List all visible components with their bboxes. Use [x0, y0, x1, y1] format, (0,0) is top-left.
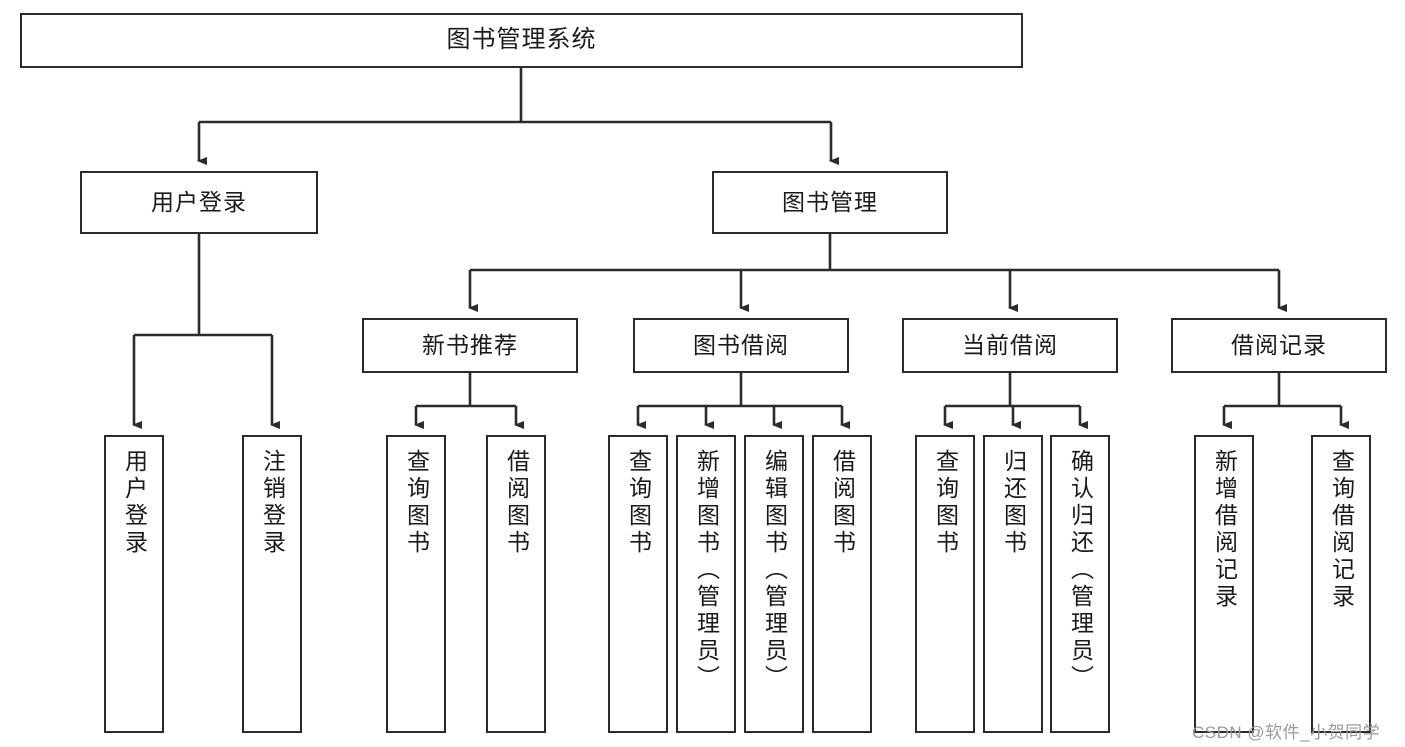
node-current-borrow-label: 当前借阅: [962, 331, 1058, 358]
node-book-management[interactable]: 图书管理: [712, 171, 948, 234]
node-current-borrow[interactable]: 当前借阅: [902, 318, 1118, 373]
node-leaf-query-book-borrow-label: 查询图书: [625, 449, 652, 557]
node-leaf-return-book-label: 归还图书: [1000, 449, 1027, 557]
edge-new-book-recommend-to-leaves: [414, 373, 524, 429]
edge-book-borrow-to-leaves: [636, 373, 850, 429]
node-root[interactable]: 图书管理系统: [20, 13, 1023, 68]
node-book-borrow[interactable]: 图书借阅: [633, 318, 849, 373]
node-leaf-user-login[interactable]: 用户登录: [104, 435, 164, 733]
node-leaf-query-borrow-record-label: 查询借阅记录: [1328, 449, 1355, 611]
node-user-login[interactable]: 用户登录: [80, 171, 318, 234]
edge-book-management-to-level3: [468, 234, 1287, 312]
node-leaf-query-book-current-label: 查询图书: [932, 449, 959, 557]
node-leaf-query-borrow-record[interactable]: 查询借阅记录: [1311, 435, 1371, 733]
node-book-management-label: 图书管理: [782, 188, 878, 215]
edge-current-borrow-to-leaves: [943, 373, 1088, 429]
node-new-book-recommend[interactable]: 新书推荐: [362, 318, 578, 373]
node-borrow-records[interactable]: 借阅记录: [1171, 318, 1387, 373]
node-leaf-query-book-rec-label: 查询图书: [403, 449, 430, 557]
node-leaf-logout[interactable]: 注销登录: [242, 435, 302, 733]
node-leaf-user-login-label: 用户登录: [121, 449, 148, 557]
node-user-login-label: 用户登录: [151, 188, 247, 215]
node-leaf-confirm-return[interactable]: 确认归还（管理员）: [1050, 435, 1110, 733]
node-leaf-borrow-book-rec-label: 借阅图书: [503, 449, 530, 557]
node-leaf-add-book-label: 新增图书（管理员）: [693, 449, 720, 692]
csdn-watermark: CSDN @软件_小贺同学: [1192, 723, 1381, 742]
node-leaf-return-book[interactable]: 归还图书: [983, 435, 1043, 733]
node-leaf-add-borrow-record-label: 新增借阅记录: [1211, 449, 1238, 611]
node-leaf-query-book-current[interactable]: 查询图书: [915, 435, 975, 733]
node-root-label: 图书管理系统: [446, 26, 597, 54]
edge-borrow-records-to-leaves: [1222, 373, 1349, 429]
node-leaf-edit-book-label: 编辑图书（管理员）: [761, 449, 788, 692]
node-borrow-records-label: 借阅记录: [1231, 331, 1327, 358]
node-leaf-borrow-book[interactable]: 借阅图书: [812, 435, 872, 733]
node-leaf-add-borrow-record[interactable]: 新增借阅记录: [1194, 435, 1254, 733]
node-leaf-edit-book[interactable]: 编辑图书（管理员）: [744, 435, 804, 733]
node-leaf-add-book[interactable]: 新增图书（管理员）: [676, 435, 736, 733]
node-leaf-query-book-rec[interactable]: 查询图书: [386, 435, 446, 733]
node-book-borrow-label: 图书借阅: [693, 331, 789, 358]
node-leaf-confirm-return-label: 确认归还（管理员）: [1067, 449, 1094, 692]
node-leaf-query-book-borrow[interactable]: 查询图书: [608, 435, 668, 733]
edge-root-to-level2: [197, 68, 839, 165]
node-leaf-borrow-book-label: 借阅图书: [829, 449, 856, 557]
node-leaf-borrow-book-rec[interactable]: 借阅图书: [486, 435, 546, 733]
node-leaf-logout-label: 注销登录: [259, 449, 286, 557]
node-new-book-recommend-label: 新书推荐: [422, 331, 518, 358]
edge-user-login-to-leaves: [132, 234, 280, 429]
